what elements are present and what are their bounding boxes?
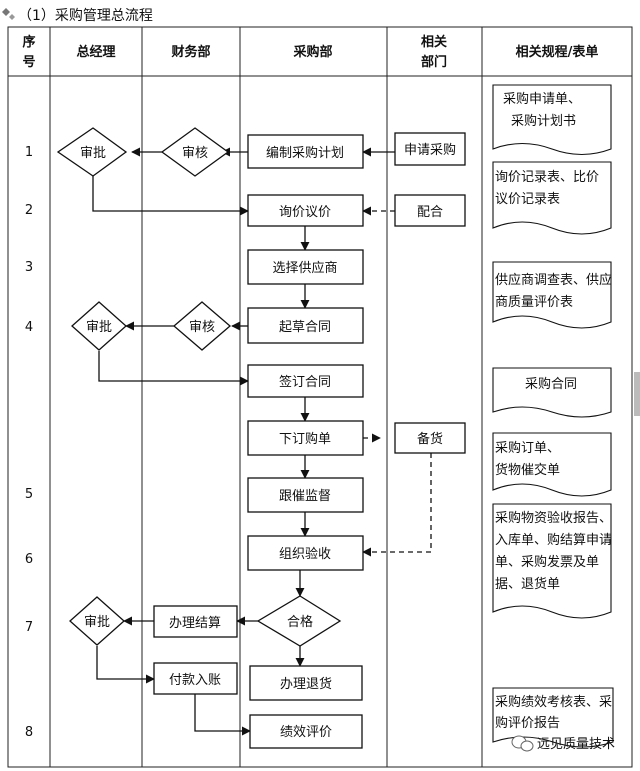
row-number: 3 [25,260,33,275]
document-3: 供应商调查表、供应 商质量评价表 [492,261,612,329]
payment-label: 付款入账 [169,673,221,688]
title-icon [2,8,15,20]
cooperate-label: 配合 [417,205,443,220]
stock-label: 备货 [417,431,443,447]
plan-label: 编制采购计划 [266,145,344,161]
row-number: 7 [25,620,33,635]
inspection-label: 组织验收 [279,546,331,562]
follow-up-label: 跟催监督 [279,489,331,504]
sign-contract-box: 签订合同 [247,364,364,398]
row-number: 6 [25,552,33,567]
request-box: 申请采购 [394,132,466,166]
watermark-text: 远见质量技术 [537,737,615,752]
evaluation-label: 绩效评价 [280,725,332,740]
follow-up-box: 跟催监督 [247,477,364,513]
sign-contract-label: 签订合同 [279,374,331,390]
header-related-line2: 部门 [421,54,447,70]
document-text: 采购申请单、 [503,91,581,107]
stock-box: 备货 [394,422,466,454]
review1-label: 审核 [182,146,208,161]
review2-label: 审核 [189,320,215,335]
scroll-marker [634,372,640,416]
page-title: （1）采购管理总流程 [18,8,153,24]
place-order-box: 下订购单 [247,420,364,456]
review2-diamond: 审核 [173,301,231,351]
document-4: 采购合同 [492,367,612,418]
document-text: 采购合同 [525,376,577,392]
evaluation-box: 绩效评价 [249,714,363,749]
document-text: 议价记录表 [495,192,560,207]
approve2-diamond: 审批 [71,301,127,351]
row-number: 8 [25,725,33,740]
approve3-diamond: 审批 [69,596,125,646]
document-text: 据、退货单 [495,576,560,592]
document-text: 询价记录表、比价 [495,170,599,185]
settlement-box: 办理结算 [153,605,238,638]
document-text: 货物催交单 [495,462,560,478]
document-text: 采购绩效考核表、采 [495,694,612,710]
header-gm: 总经理 [76,44,115,60]
document-7: 采购绩效考核表、采 购评价报告 [492,687,614,748]
place-order-label: 下订购单 [279,431,331,447]
return-goods-label: 办理退货 [280,676,332,692]
document-2: 询价记录表、比价 议价记录表 [492,161,612,235]
approve2-label: 审批 [86,320,112,335]
request-label: 申请采购 [404,142,456,158]
header-related-line1: 相关 [421,34,447,50]
return-goods-box: 办理退货 [249,665,363,701]
document-text: 商质量评价表 [495,295,573,310]
cooperate-box: 配合 [394,194,466,227]
document-text: 采购物资验收报告、 [495,510,612,526]
approve1-label: 审批 [80,146,106,161]
payment-box: 付款入账 [153,662,238,695]
plan-box: 编制采购计划 [247,134,364,169]
inquiry-label: 询价议价 [279,205,331,220]
row-number: 2 [25,203,33,218]
header-purchase: 采购部 [292,44,332,60]
row-number: 4 [25,320,33,335]
approve3-label: 审批 [84,615,110,630]
document-text: 采购计划书 [511,113,576,129]
row-number: 5 [25,487,33,502]
settlement-label: 办理结算 [169,616,221,631]
review1-diamond: 审核 [160,127,230,177]
document-text: 供应商调查表、供应 [495,272,612,288]
inspection-box: 组织验收 [247,535,364,571]
header-forms: 相关规程/表单 [516,44,599,60]
select-supplier-label: 选择供应商 [272,260,337,276]
document-1: 采购申请单、 采购计划书 [492,84,612,156]
row-number: 1 [25,145,33,160]
header-seq-line1: 序 [22,34,35,50]
draft-contract-box: 起草合同 [247,307,364,344]
document-text: 购评价报告 [495,715,560,731]
header-seq-line2: 号 [22,55,35,70]
draft-contract-label: 起草合同 [279,320,331,335]
connectors [92,147,432,736]
qualified-label: 合格 [287,614,313,630]
document-text: 采购订单、 [495,440,560,456]
document-6: 采购物资验收报告、 入库单、购结算申请 单、采购发票及单 据、退货单 [492,503,612,619]
document-text: 入库单、购结算申请 [495,532,612,548]
watermark: 远见质量技术 [511,735,615,752]
inquiry-box: 询价议价 [247,194,364,227]
select-supplier-box: 选择供应商 [247,249,364,285]
table-grid [7,26,633,768]
approve1-diamond: 审批 [56,127,128,177]
wechat-icon [511,735,534,752]
document-5: 采购订单、 货物催交单 [492,432,612,497]
qualified-diamond: 合格 [256,595,342,647]
document-text: 单、采购发票及单 [495,554,599,570]
header-finance: 财务部 [171,44,210,60]
